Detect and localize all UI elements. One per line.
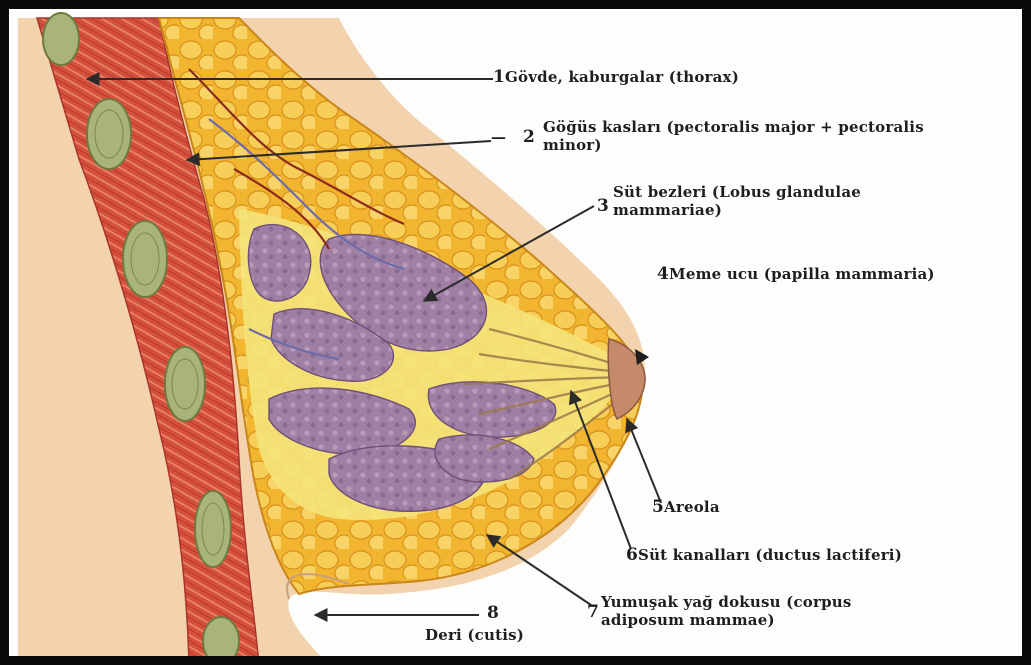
- label-dash: —: [491, 129, 506, 146]
- label-text-line1: Süt bezleri (Lobus glandulae: [613, 184, 861, 201]
- breast-anatomy-illustration: [9, 9, 1031, 665]
- label-text-line1: Göğüs kasları (pectoralis major + pector…: [543, 119, 924, 136]
- label-number: 6: [626, 545, 638, 565]
- label-number: 1: [493, 67, 505, 87]
- label-text: Deri (cutis): [425, 627, 524, 644]
- label-text: Meme ucu (papilla mammaria): [669, 265, 935, 283]
- label-text: Süt kanalları (ductus lactiferi): [638, 546, 902, 564]
- arrow-5: [627, 419, 661, 503]
- label-number: 5: [652, 497, 664, 517]
- label-text: Gövde, kaburgalar (thorax): [505, 68, 739, 86]
- label-number: 3: [597, 198, 609, 215]
- label-number: 2: [523, 129, 535, 146]
- label-number: 7: [587, 604, 599, 621]
- label-number: 4: [657, 264, 669, 284]
- label-milk-ducts: 6Süt kanalları (ductus lactiferi): [626, 547, 902, 564]
- label-text-line2: adiposum mammae): [601, 612, 775, 629]
- label-nipple: 4Meme ucu (papilla mammaria): [657, 266, 935, 283]
- label-areola: 5Areola: [652, 499, 720, 516]
- label-text-line1: Yumuşak yağ dokusu (corpus: [601, 594, 852, 611]
- label-number: 8: [487, 605, 499, 622]
- label-text: Areola: [664, 498, 720, 516]
- label-thorax: 1Gövde, kaburgalar (thorax): [493, 69, 739, 86]
- label-text-line2: minor): [543, 137, 602, 154]
- label-text-line2: mammariae): [613, 202, 722, 219]
